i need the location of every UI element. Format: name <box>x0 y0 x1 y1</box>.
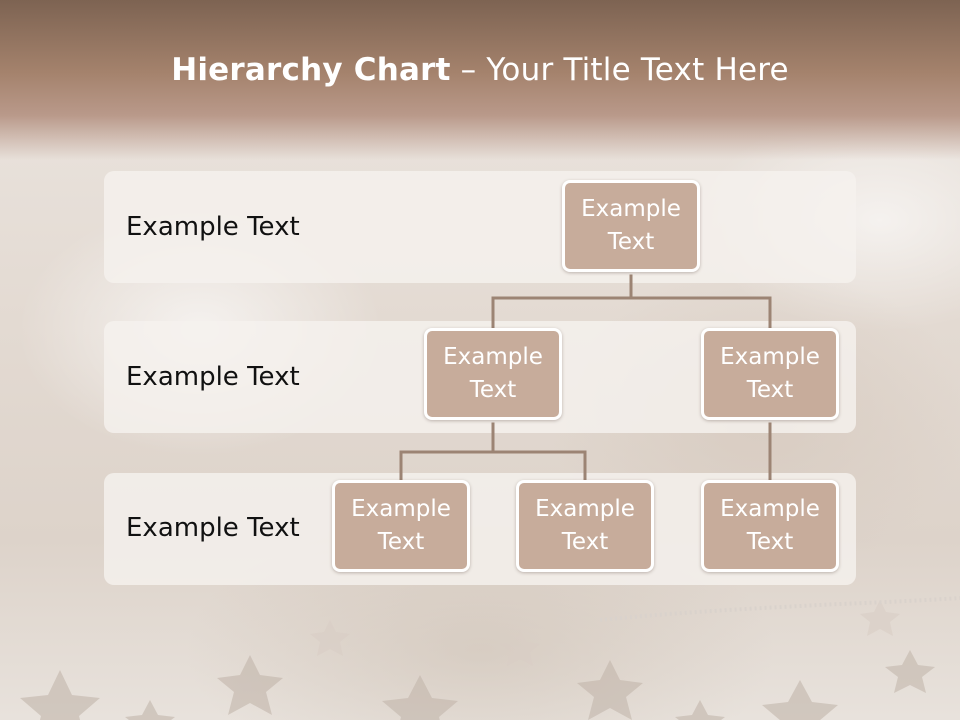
node-root[interactable]: Example Text <box>562 180 700 272</box>
header-band <box>0 0 960 160</box>
level-label-2: Example Text <box>126 362 300 392</box>
node-leaf-3[interactable]: Example Text <box>701 480 839 572</box>
node-mid-right[interactable]: Example Text <box>701 328 839 420</box>
title-rest-part: Your Title Text Here <box>486 52 789 88</box>
node-mid-left[interactable]: Example Text <box>424 328 562 420</box>
node-leaf-1[interactable]: Example Text <box>332 480 470 572</box>
title-bold-part: Hierarchy Chart <box>171 52 451 88</box>
level-band-1 <box>104 171 856 283</box>
slide-title: Hierarchy Chart – Your Title Text Here <box>0 52 960 88</box>
level-label-1: Example Text <box>126 212 300 242</box>
title-dash: – <box>450 52 487 88</box>
decorative-tinsel <box>600 596 960 622</box>
node-leaf-2[interactable]: Example Text <box>516 480 654 572</box>
level-label-3: Example Text <box>126 513 300 543</box>
decorative-stars <box>20 600 935 720</box>
